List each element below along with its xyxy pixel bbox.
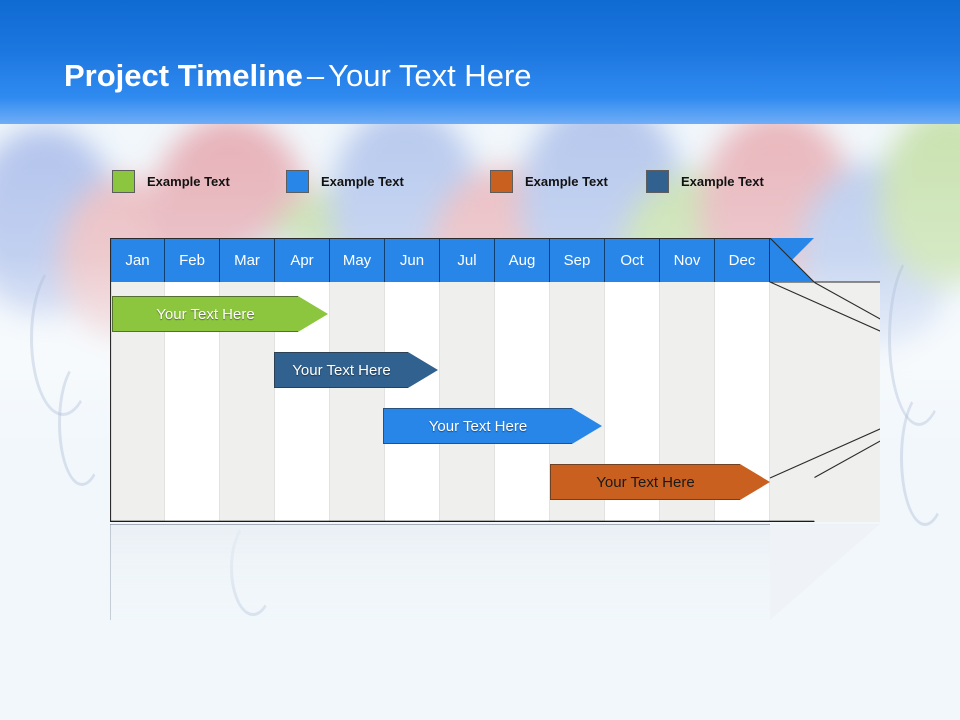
month-column-jan: Jan bbox=[110, 238, 165, 522]
column-divider bbox=[329, 282, 330, 522]
column-divider bbox=[604, 282, 605, 522]
arrow-head-shade bbox=[769, 238, 880, 479]
column-divider bbox=[439, 282, 440, 522]
streamer-decor bbox=[900, 390, 950, 526]
column-divider bbox=[659, 282, 660, 522]
title-band bbox=[0, 0, 960, 124]
month-column-jul: Jul bbox=[440, 238, 495, 522]
chart-reflection bbox=[110, 524, 880, 620]
task-bar-body: Your Text Here bbox=[112, 296, 298, 332]
month-header-dec[interactable]: Dec bbox=[715, 238, 770, 282]
column-divider bbox=[274, 282, 275, 522]
task-bar-body: Your Text Here bbox=[383, 408, 572, 444]
page-title: Project Timeline–Your Text Here bbox=[64, 58, 532, 94]
task-bar-label: Your Text Here bbox=[596, 473, 695, 491]
task-bar-4[interactable]: Your Text Here bbox=[550, 464, 770, 500]
column-divider bbox=[769, 282, 770, 522]
task-bar-tip bbox=[740, 464, 770, 500]
title-dash: – bbox=[306, 58, 325, 93]
month-column-mar: Mar bbox=[220, 238, 275, 522]
column-divider bbox=[384, 282, 385, 522]
month-header-jul[interactable]: Jul bbox=[440, 238, 495, 282]
month-header-nov[interactable]: Nov bbox=[660, 238, 715, 282]
legend-item-2[interactable]: Example Text bbox=[286, 168, 404, 194]
legend-swatch-blue bbox=[286, 169, 309, 193]
task-bar-tip bbox=[408, 352, 438, 388]
task-bar-label: Your Text Here bbox=[292, 361, 391, 379]
legend-item-3[interactable]: Example Text bbox=[490, 168, 608, 194]
task-bar-tip bbox=[572, 408, 602, 444]
column-divider bbox=[549, 282, 550, 522]
task-bar-tip bbox=[298, 296, 328, 332]
task-bar-3[interactable]: Your Text Here bbox=[383, 408, 602, 444]
reflection-tip bbox=[770, 524, 880, 620]
month-header-jun[interactable]: Jun bbox=[385, 238, 440, 282]
month-header-oct[interactable]: Oct bbox=[605, 238, 660, 282]
task-bar-body: Your Text Here bbox=[274, 352, 408, 388]
month-header-aug[interactable]: Aug bbox=[495, 238, 550, 282]
column-divider bbox=[714, 282, 715, 522]
legend-swatch-navy bbox=[646, 169, 669, 193]
task-bar-body: Your Text Here bbox=[550, 464, 740, 500]
task-bar-label: Your Text Here bbox=[428, 417, 528, 435]
legend: Example Text Example Text Example Text E… bbox=[112, 168, 852, 196]
reflection-body bbox=[110, 524, 770, 620]
task-bar-label: Your Text Here bbox=[156, 305, 255, 323]
legend-label: Example Text bbox=[321, 173, 404, 189]
legend-item-1[interactable]: Example Text bbox=[112, 168, 230, 194]
title-band-sheen bbox=[0, 98, 960, 124]
legend-swatch-green bbox=[112, 169, 135, 193]
legend-swatch-orange bbox=[490, 169, 513, 193]
title-bold-part: Project Timeline bbox=[64, 58, 303, 93]
month-header-mar[interactable]: Mar bbox=[220, 238, 275, 282]
month-header-jan[interactable]: Jan bbox=[110, 238, 165, 282]
legend-label: Example Text bbox=[681, 173, 764, 189]
month-header-may[interactable]: May bbox=[330, 238, 385, 282]
month-header-apr[interactable]: Apr bbox=[275, 238, 330, 282]
legend-label: Example Text bbox=[525, 173, 608, 189]
streamer-decor bbox=[58, 360, 106, 486]
column-divider bbox=[219, 282, 220, 522]
reflection-edge bbox=[110, 524, 770, 525]
month-column-aug: Aug bbox=[495, 238, 550, 522]
task-bar-2[interactable]: Your Text Here bbox=[274, 352, 438, 388]
column-divider bbox=[164, 282, 165, 522]
month-header-feb[interactable]: Feb bbox=[165, 238, 220, 282]
title-light-part: Your Text Here bbox=[328, 58, 532, 93]
task-bar-1[interactable]: Your Text Here bbox=[112, 296, 328, 332]
column-divider bbox=[494, 282, 495, 522]
legend-item-4[interactable]: Example Text bbox=[646, 168, 764, 194]
legend-label: Example Text bbox=[147, 173, 230, 189]
month-header-sep[interactable]: Sep bbox=[550, 238, 605, 282]
month-column-feb: Feb bbox=[165, 238, 220, 522]
